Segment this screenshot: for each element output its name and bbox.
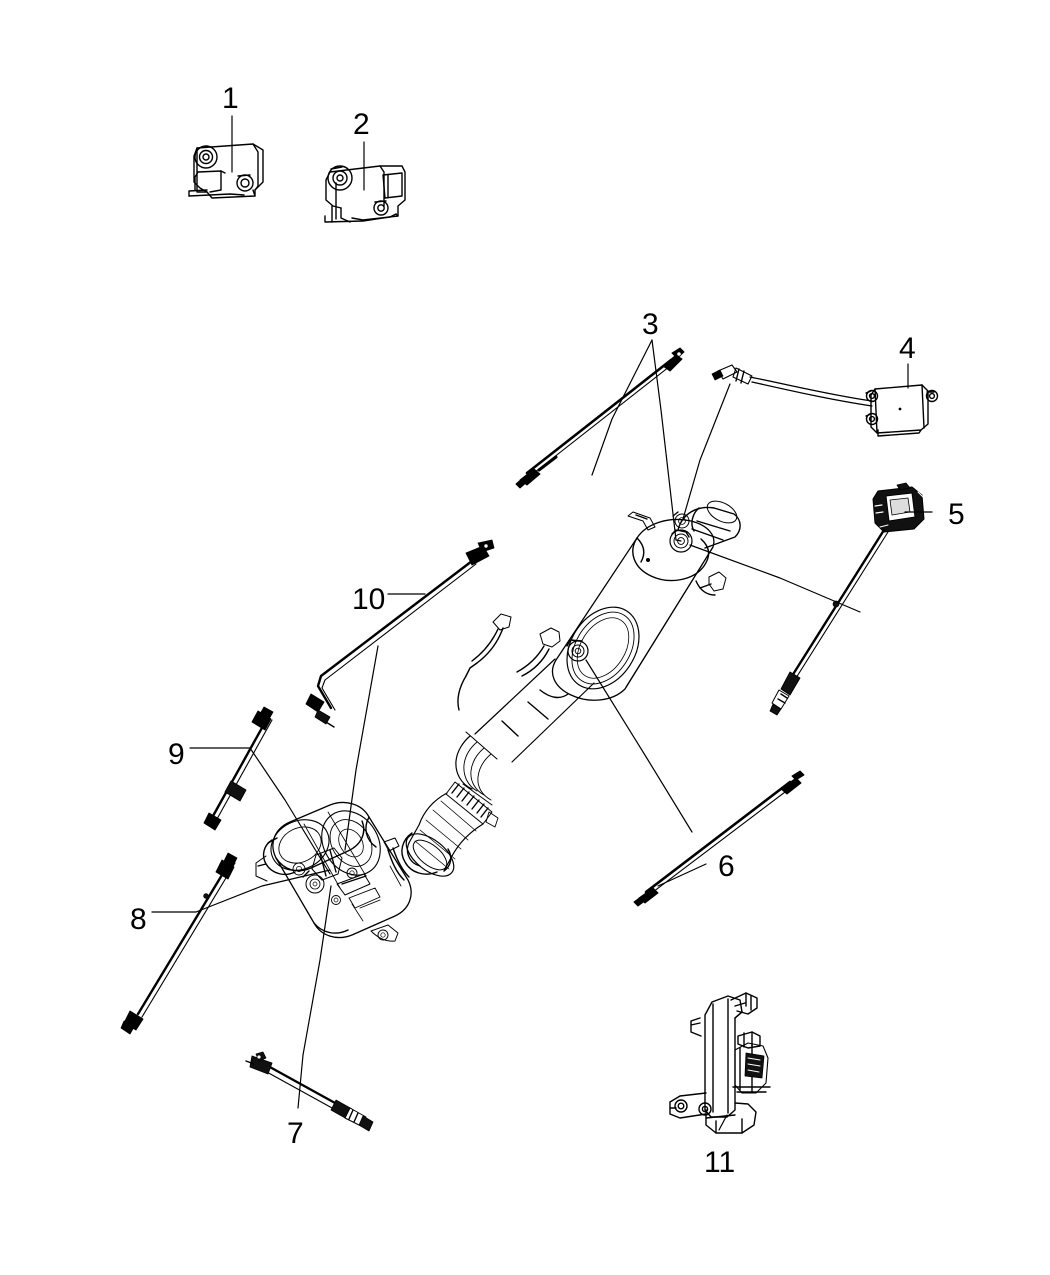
part-2-bracket <box>324 165 406 223</box>
callout-number-8: 8 <box>130 903 147 936</box>
part-10-sensor-probe <box>305 539 495 728</box>
part-4-nox-sensor-module <box>711 364 939 437</box>
part-3-sensor-probe <box>515 347 685 489</box>
part-7-sensor-probe <box>245 1051 374 1132</box>
dpf-exhaust-assembly <box>255 500 741 942</box>
callout-number-10: 10 <box>352 583 386 616</box>
callout-number-2: 2 <box>353 108 370 141</box>
callout-number-7: 7 <box>287 1117 304 1150</box>
leader-lines <box>151 115 933 1131</box>
part-8-sensor-probe <box>120 852 238 1035</box>
turbocharger-manifold <box>255 801 412 942</box>
callout-number-9: 9 <box>168 738 185 771</box>
callout-number-4: 4 <box>899 332 916 365</box>
callout-number-3: 3 <box>642 308 659 341</box>
part-6-sensor-probe <box>633 770 805 907</box>
callout-number-11: 11 <box>704 1146 736 1179</box>
callout-number-1: 1 <box>222 82 239 115</box>
part-5-oxygen-sensor <box>769 482 925 716</box>
part-11-bracket-assembly <box>669 992 771 1134</box>
part-1-bracket <box>188 143 264 199</box>
callout-number-6: 6 <box>718 850 735 883</box>
callout-number-5: 5 <box>948 498 965 531</box>
part-9-sensor-probe <box>203 706 274 831</box>
